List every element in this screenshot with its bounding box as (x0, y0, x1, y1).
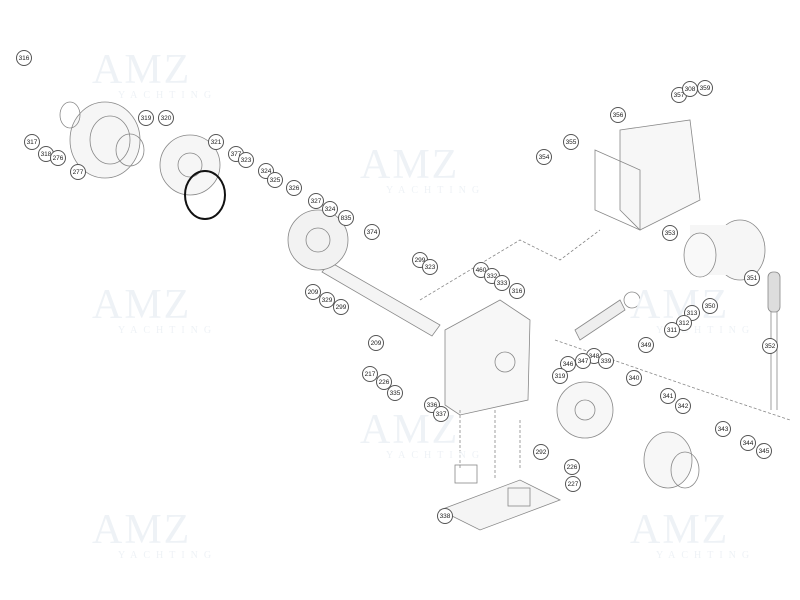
part-callout-344[interactable]: 344 (740, 435, 756, 451)
part-callout-342[interactable]: 342 (675, 398, 691, 414)
watermark-mid-left: AMZ YACHTING (92, 282, 218, 336)
part-callout-277[interactable]: 277 (70, 164, 86, 180)
part-callout-217[interactable]: 217 (362, 366, 378, 382)
part-callout-352[interactable]: 352 (762, 338, 778, 354)
part-callout-374[interactable]: 374 (364, 224, 380, 240)
part-callout-349[interactable]: 349 (638, 337, 654, 353)
part-callout-299[interactable]: 299 (333, 299, 349, 315)
part-callout-323[interactable]: 323 (238, 152, 254, 168)
part-callout-319[interactable]: 319 (138, 110, 154, 126)
part-callout-343[interactable]: 343 (715, 421, 731, 437)
part-callout-227[interactable]: 227 (565, 476, 581, 492)
part-callout-325[interactable]: 325 (267, 172, 283, 188)
part-callout-327[interactable]: 327 (308, 193, 324, 209)
watermark-top: AMZ YACHTING (92, 47, 218, 101)
part-callout-353[interactable]: 353 (662, 225, 678, 241)
watermark-top-center: AMZ YACHTING (360, 142, 486, 196)
part-callout-333[interactable]: 333 (494, 275, 510, 291)
part-callout-226[interactable]: 226 (564, 459, 580, 475)
part-callout-351[interactable]: 351 (744, 270, 760, 286)
part-callout-209[interactable]: 209 (305, 284, 321, 300)
part-callout-316[interactable]: 316 (16, 50, 32, 66)
part-callout-316[interactable]: 316 (509, 283, 525, 299)
part-callout-338[interactable]: 338 (437, 508, 453, 524)
part-callout-311[interactable]: 311 (664, 322, 680, 338)
part-callout-345[interactable]: 345 (756, 443, 772, 459)
part-callout-319[interactable]: 319 (552, 368, 568, 384)
part-callout-341[interactable]: 341 (660, 388, 676, 404)
watermark-bottom-right: AMZ YACHTING (630, 507, 756, 561)
part-callout-350[interactable]: 350 (702, 298, 718, 314)
part-callout-326[interactable]: 326 (286, 180, 302, 196)
part-callout-323[interactable]: 323 (422, 259, 438, 275)
watermark-center: AMZ YACHTING (360, 407, 486, 461)
part-callout-324[interactable]: 324 (322, 201, 338, 217)
part-callout-308[interactable]: 308 (682, 81, 698, 97)
part-callout-354[interactable]: 354 (536, 149, 552, 165)
part-callout-292[interactable]: 292 (533, 444, 549, 460)
part-callout-276[interactable]: 276 (50, 150, 66, 166)
part-callout-317[interactable]: 317 (24, 134, 40, 150)
part-callout-321[interactable]: 321 (208, 134, 224, 150)
part-callout-329[interactable]: 329 (319, 292, 335, 308)
part-callout-835[interactable]: 835 (338, 210, 354, 226)
part-callout-347[interactable]: 347 (575, 353, 591, 369)
part-callout-337[interactable]: 337 (433, 406, 449, 422)
part-callout-335[interactable]: 335 (387, 385, 403, 401)
part-callout-226[interactable]: 226 (376, 374, 392, 390)
part-callout-346[interactable]: 346 (560, 356, 576, 372)
part-callout-359[interactable]: 359 (697, 80, 713, 96)
watermark-bottom-left: AMZ YACHTING (92, 507, 218, 561)
part-callout-356[interactable]: 356 (610, 107, 626, 123)
part-callout-320[interactable]: 320 (158, 110, 174, 126)
part-callout-340[interactable]: 340 (626, 370, 642, 386)
part-callout-339[interactable]: 339 (598, 353, 614, 369)
part-callout-209[interactable]: 209 (368, 335, 384, 351)
part-callout-355[interactable]: 355 (563, 134, 579, 150)
